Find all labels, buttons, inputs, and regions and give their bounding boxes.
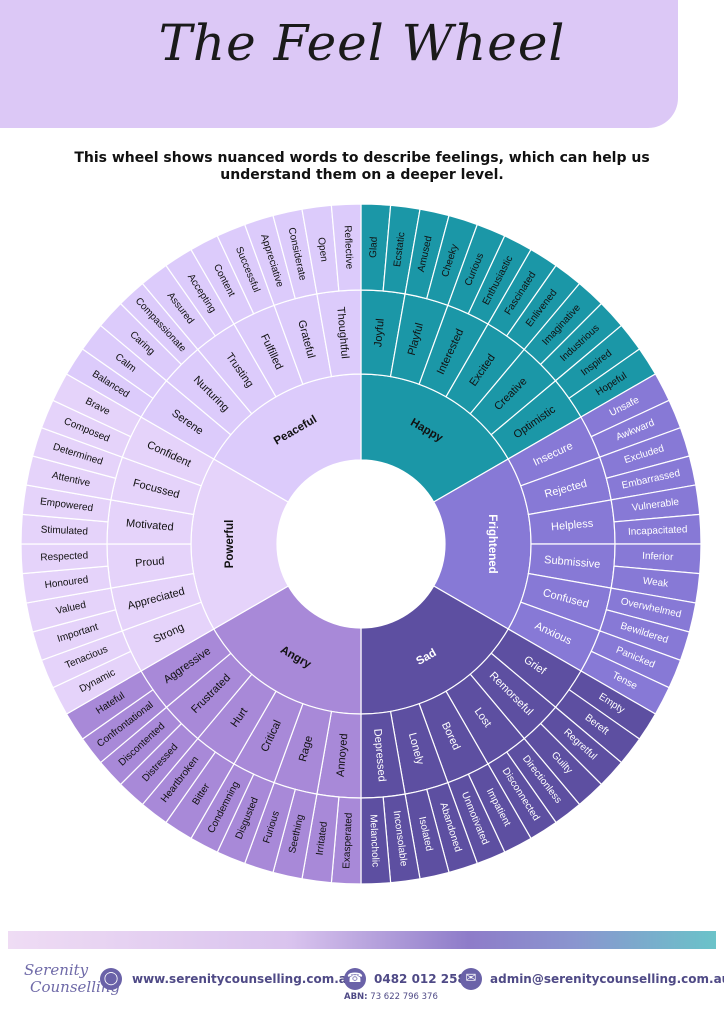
logo-text-line1: Serenity (24, 961, 89, 979)
core-label-frightened: Frightened (486, 514, 498, 573)
logo: Serenity Counselling (24, 961, 121, 1008)
outer-label-weak: Weak (642, 576, 670, 590)
outer-label-ecstatic: Ecstatic (392, 231, 407, 267)
outer-label-inferior: Inferior (642, 551, 674, 563)
outer-label-irritated: Irritated (315, 821, 330, 856)
footer-gradient-bar (8, 931, 716, 949)
outer-sector-reflective (330, 203, 362, 292)
outer-label-reflective: Reflective (342, 225, 355, 270)
email-link[interactable]: admin@serenitycounselling.com.au (490, 972, 724, 986)
mail-icon: ✉ (460, 968, 482, 990)
phone-icon: ☎ (344, 968, 366, 990)
globe-icon: ◯ (100, 968, 122, 990)
page-title: The Feel Wheel (158, 14, 566, 72)
outer-label-respected: Respected (40, 550, 88, 563)
outer-label-incapacitated: Incapacitated (628, 524, 688, 538)
outer-label-glad: Glad (368, 236, 380, 258)
mid-label-proud: Proud (135, 555, 165, 570)
mid-label-submissive: Submissive (544, 554, 601, 571)
abn-value: 73 622 796 376 (370, 992, 438, 1002)
mid-label-joyful: Joyful (372, 318, 386, 348)
mid-label-annoyed: Annoyed (335, 733, 351, 777)
mid-label-thoughtful: Thoughtful (334, 306, 350, 359)
core-label-powerful: Powerful (224, 520, 236, 569)
mid-label-depressed: Depressed (371, 728, 388, 782)
abn-label: ABN: (344, 992, 368, 1002)
mid-label-motivated: Motivated (126, 517, 175, 533)
outer-label-open: Open (315, 237, 329, 263)
wheel-center (277, 460, 445, 628)
outer-label-exasperated: Exasperated (341, 812, 354, 869)
logo-text-line2: Counselling (30, 978, 121, 996)
website-link[interactable]: www.serenitycounselling.com.au (132, 972, 356, 986)
phone-number[interactable]: 0482 012 258 (374, 972, 466, 986)
footer: Serenity Counselling ◯ www.serenitycouns… (0, 952, 724, 1024)
header-band (0, 0, 678, 128)
mid-label-helpless: Helpless (551, 518, 595, 534)
outer-label-stimulated: Stimulated (40, 525, 88, 538)
outer-label-melancholic: Melancholic (367, 814, 380, 867)
page-subtitle: This wheel shows nuanced words to descri… (74, 150, 650, 183)
abn: ABN: 73 622 796 376 (344, 992, 438, 1002)
